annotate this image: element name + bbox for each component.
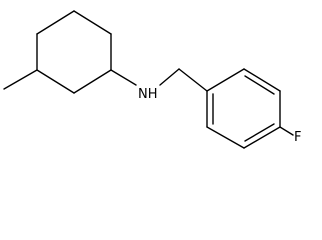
fluorine-atom: F	[294, 130, 301, 145]
c-n-bond	[110, 69, 137, 86]
bond	[206, 126, 245, 149]
bond	[36, 10, 75, 35]
nitrogen-atom: N	[138, 87, 148, 102]
benzene-ring	[206, 68, 281, 149]
bond	[36, 69, 75, 94]
bond	[243, 126, 281, 149]
bond	[206, 68, 245, 92]
amine-hydrogen: H	[148, 87, 158, 102]
double-bond	[244, 123, 275, 142]
amine-label: NH	[138, 87, 158, 102]
bond	[73, 10, 112, 35]
bond	[73, 69, 112, 94]
structure-diagram: NH F	[3, 10, 301, 149]
ch2-ring-bond	[178, 68, 208, 92]
cyclohexane-ring	[36, 10, 112, 94]
double-bond	[244, 75, 275, 95]
methyl-bond	[3, 69, 38, 90]
c-f-bond	[279, 126, 294, 136]
n-ch2-bond	[159, 68, 180, 86]
bond	[243, 68, 281, 92]
